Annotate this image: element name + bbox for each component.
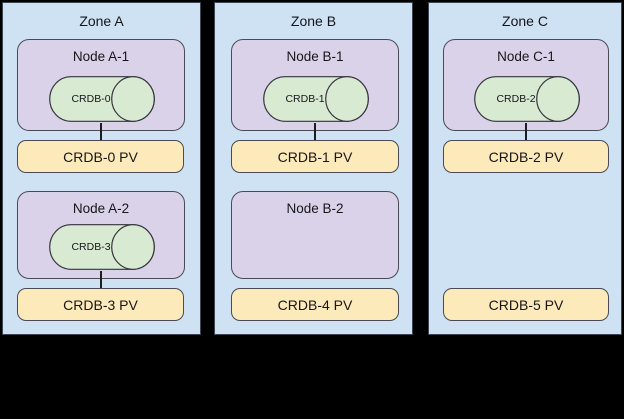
node-label-c-1: Node C-1 [497,49,555,64]
database-cylinder-icon[interactable]: CRDB-1 [263,76,369,122]
node-label-a-1: Node A-1 [72,49,130,64]
zone-title-c: Zone C [502,13,548,29]
node-box-a-2[interactable]: Node A-2 CRDB-3 [17,191,185,279]
node-label-b-1: Node B-1 [286,49,344,64]
zone-panel-a[interactable]: Zone A Node A-1 CRDB-0 CRDB-0 PV Node A-… [2,2,201,335]
zone-panel-c[interactable]: Zone C Node C-1 CRDB-2 CRDB-2 PV CRDB-5 … [428,2,622,335]
node-box-b-2[interactable]: Node B-2 [231,191,399,279]
connector-node-a-2-to-pv [100,271,102,289]
zone-title-b: Zone B [290,13,337,29]
zone-panel-b[interactable]: Zone B Node B-1 CRDB-1 CRDB-1 PV Node B-… [214,2,413,335]
database-cylinder-icon[interactable]: CRDB-0 [49,76,155,122]
pv-box-crdb-4[interactable]: CRDB-4 PV [231,288,399,321]
node-label-b-2: Node B-2 [286,201,344,216]
connector-node-b-1-to-pv [314,123,316,141]
node-box-b-1[interactable]: Node B-1 CRDB-1 [231,39,399,131]
database-cylinder-icon[interactable]: CRDB-3 [49,224,155,270]
zone-title-a: Zone A [79,13,124,29]
pv-box-crdb-3[interactable]: CRDB-3 PV [17,288,184,321]
connector-node-c-1-to-pv [525,123,527,141]
pv-box-crdb-2[interactable]: CRDB-2 PV [443,140,609,173]
pv-box-crdb-0[interactable]: CRDB-0 PV [17,140,184,173]
database-cylinder-icon[interactable]: CRDB-2 [474,76,580,122]
node-box-a-1[interactable]: Node A-1 CRDB-0 [17,39,185,131]
connector-node-a-1-to-pv [100,123,102,141]
pv-box-crdb-1[interactable]: CRDB-1 PV [231,140,399,173]
pv-box-crdb-5[interactable]: CRDB-5 PV [443,288,609,321]
node-box-c-1[interactable]: Node C-1 CRDB-2 [443,39,609,131]
node-label-a-2: Node A-2 [72,201,130,216]
